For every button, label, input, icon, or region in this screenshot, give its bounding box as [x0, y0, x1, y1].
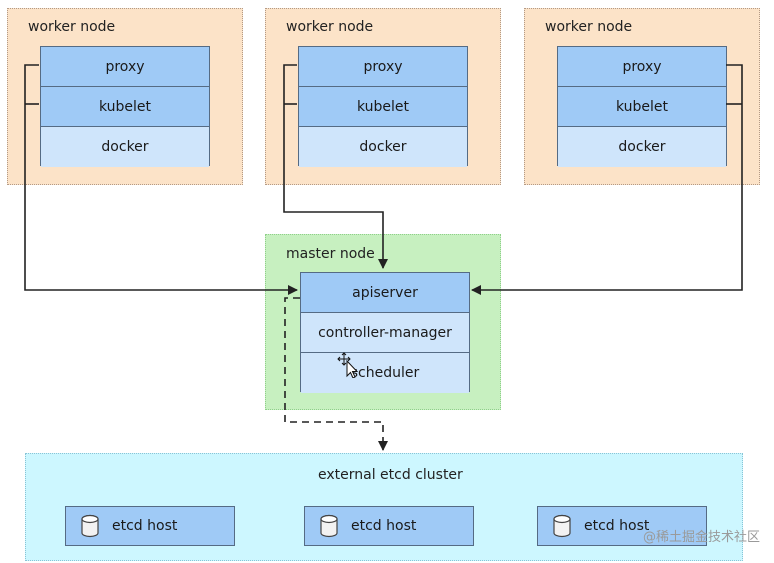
- worker-component-stack: proxy kubelet docker: [298, 46, 468, 167]
- scheduler-box: scheduler: [301, 353, 469, 393]
- etcd-host-2: etcd host: [304, 506, 474, 546]
- docker-box: docker: [558, 127, 726, 167]
- docker-box: docker: [299, 127, 467, 167]
- external-etcd-cluster: external etcd cluster etcd host etcd hos…: [25, 453, 743, 561]
- watermark-text: @稀土掘金技术社区: [642, 530, 760, 545]
- apiserver-box: apiserver: [301, 273, 469, 313]
- worker-component-stack: proxy kubelet docker: [557, 46, 727, 167]
- etcd-host-1: etcd host: [65, 506, 235, 546]
- master-node-label: master node: [286, 246, 375, 262]
- worker-node-label: worker node: [286, 19, 374, 35]
- worker-3-to-apiserver-connector: [471, 64, 743, 295]
- proxy-box: proxy: [558, 47, 726, 87]
- database-icon: [80, 514, 100, 538]
- worker-node-3: worker node proxy kubelet docker: [524, 8, 760, 185]
- apiserver-to-etcd-connector: [284, 297, 388, 451]
- etcd-cluster-label: external etcd cluster: [318, 467, 463, 483]
- etcd-host-3: etcd host: [537, 506, 707, 546]
- master-component-stack: apiserver controller-manager scheduler: [300, 272, 470, 393]
- worker-1-to-apiserver-connector: [24, 64, 298, 295]
- worker-node-1: worker node proxy kubelet docker: [7, 8, 243, 185]
- cursor-move-icon: [337, 352, 359, 378]
- kubelet-box: kubelet: [299, 87, 467, 127]
- worker-component-stack: proxy kubelet docker: [40, 46, 210, 167]
- kubelet-box: kubelet: [41, 87, 209, 127]
- database-icon: [319, 514, 339, 538]
- worker-node-2: worker node proxy kubelet docker: [265, 8, 501, 185]
- etcd-host-label: etcd host: [584, 518, 650, 534]
- controller-manager-box: controller-manager: [301, 313, 469, 353]
- etcd-host-label: etcd host: [112, 518, 178, 534]
- database-icon: [552, 514, 572, 538]
- master-node: master node apiserver controller-manager…: [265, 234, 501, 410]
- etcd-host-label: etcd host: [351, 518, 417, 534]
- proxy-box: proxy: [299, 47, 467, 87]
- worker-node-label: worker node: [28, 19, 116, 35]
- worker-node-label: worker node: [545, 19, 633, 35]
- docker-box: docker: [41, 127, 209, 167]
- proxy-box: proxy: [41, 47, 209, 87]
- kubelet-box: kubelet: [558, 87, 726, 127]
- worker-2-to-apiserver-connector: [283, 64, 388, 269]
